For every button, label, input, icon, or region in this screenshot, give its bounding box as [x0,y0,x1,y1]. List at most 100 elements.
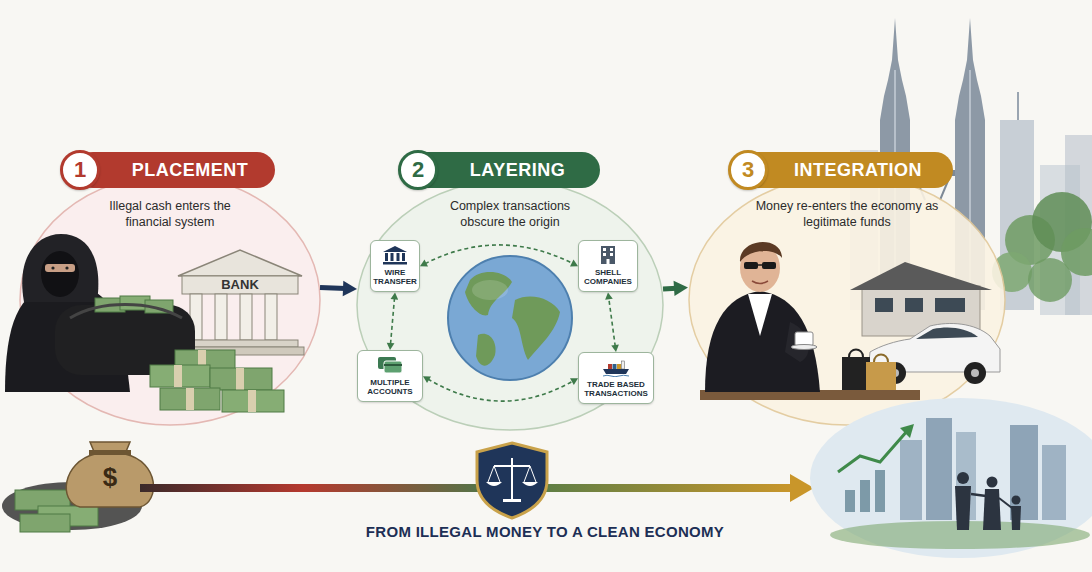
stage-arrow-line [320,288,346,289]
justice-shield [522,482,538,486]
globe [476,334,496,366]
justice-shield [477,443,547,518]
hooded-figure [45,264,75,272]
clean-economy-scene [900,424,914,438]
businessman [748,294,772,336]
car [916,328,978,339]
arrowhead [387,343,395,350]
stage-description: Illegal cash enters the financial system [95,198,245,231]
cash-stacks [236,368,244,390]
trees [992,192,1092,302]
bank-building [182,276,298,294]
method-label: MULTIPLE ACCOUNTS [362,378,418,396]
caption: FROM ILLEGAL MONEY TO A CLEAN ECONOMY [295,523,795,540]
globe [448,256,572,380]
cash-stacks [222,390,284,412]
justice-shield [477,443,547,518]
arrowhead [570,260,578,267]
integration-ground [689,175,1005,425]
businessman [705,242,820,392]
method-icon [381,245,409,265]
businessman [705,291,820,392]
bank-sign: BANK [200,277,280,293]
bank-building [265,294,277,340]
cash-stacks [186,388,194,410]
clean-economy-scene [900,440,922,520]
house [875,298,893,312]
dirty-money [89,450,131,455]
justice-shield [524,466,530,482]
method-label: TRADE BASED TRANSACTIONS [583,380,649,398]
cash-stacks [160,388,220,410]
businessman [752,281,768,284]
method-label: SHELL COMPANIES [583,268,633,286]
stage-heading: PLACEMENT [75,152,275,188]
clean-economy-scene [810,398,1092,558]
cycle-arrow-line [425,245,573,264]
method-icon [601,246,615,264]
cycle-arrow [423,376,578,401]
cycle-arrow [387,292,398,350]
clean-economy-scene [1010,425,1038,520]
stage-arrow-line [663,286,677,292]
dirty-money [20,514,70,532]
city-skyline [1017,92,1019,120]
callout-number: 2 [398,150,438,190]
method-box: TRADE BASED TRANSACTIONS [578,352,654,404]
method-box: WIRE TRANSFER [370,240,420,292]
stage-arrow [663,281,688,296]
cycle-arrow-line [390,298,394,344]
shopping-bags [874,355,888,363]
arrowhead [674,281,688,296]
clean-economy-scene [875,470,885,512]
businessman [740,242,782,262]
clean-economy-scene [845,490,855,512]
cycle-arrow [420,245,578,267]
justice-shield [511,458,513,500]
clean-economy-scene [838,430,908,472]
businessman [744,262,758,269]
callout-number: 1 [60,150,100,190]
dirty-money [66,442,153,507]
method-icon [603,361,629,377]
stage-description: Money re-enters the economy as legitimat… [747,198,947,231]
method-box: SHELL COMPANIES [578,240,638,292]
method-icon [594,245,622,265]
callout-number: 3 [728,150,768,190]
clean-economy-scene [810,398,1092,558]
hooded-figure [22,234,98,302]
bank-building [182,340,298,347]
cash-stacks [248,390,256,412]
cash-stacks [210,368,272,390]
justice-shield [488,466,494,482]
stage-description: Complex transactions obscure the origin [430,198,590,231]
clean-economy-scene [971,494,986,496]
duffel-bag [55,296,195,375]
cash-stacks [174,365,182,387]
arrowhead [570,378,578,385]
stage-panel: LAYERINGComplex transactions obscure the… [357,150,663,428]
method-label: WIRE TRANSFER [373,268,417,286]
method-icon [376,355,404,375]
dirty-money [2,442,154,532]
justice-shield [530,466,536,482]
arrowhead [420,260,428,267]
house [935,298,965,312]
progress-bar [140,484,792,492]
cycle-arrow-line [609,298,616,347]
shopping-bags [866,362,896,392]
stage-arrow [320,281,357,296]
method-icon [383,246,407,265]
clean-economy-scene [926,418,952,520]
hooded-figure [65,266,68,269]
clean-economy-scene [1011,506,1021,530]
cycle-arrow [605,292,619,352]
clean-economy-scene [1012,496,1021,505]
clean-economy-scene [987,477,998,488]
bank-building [176,250,304,355]
businessman [762,262,776,269]
method-icon [378,357,402,373]
